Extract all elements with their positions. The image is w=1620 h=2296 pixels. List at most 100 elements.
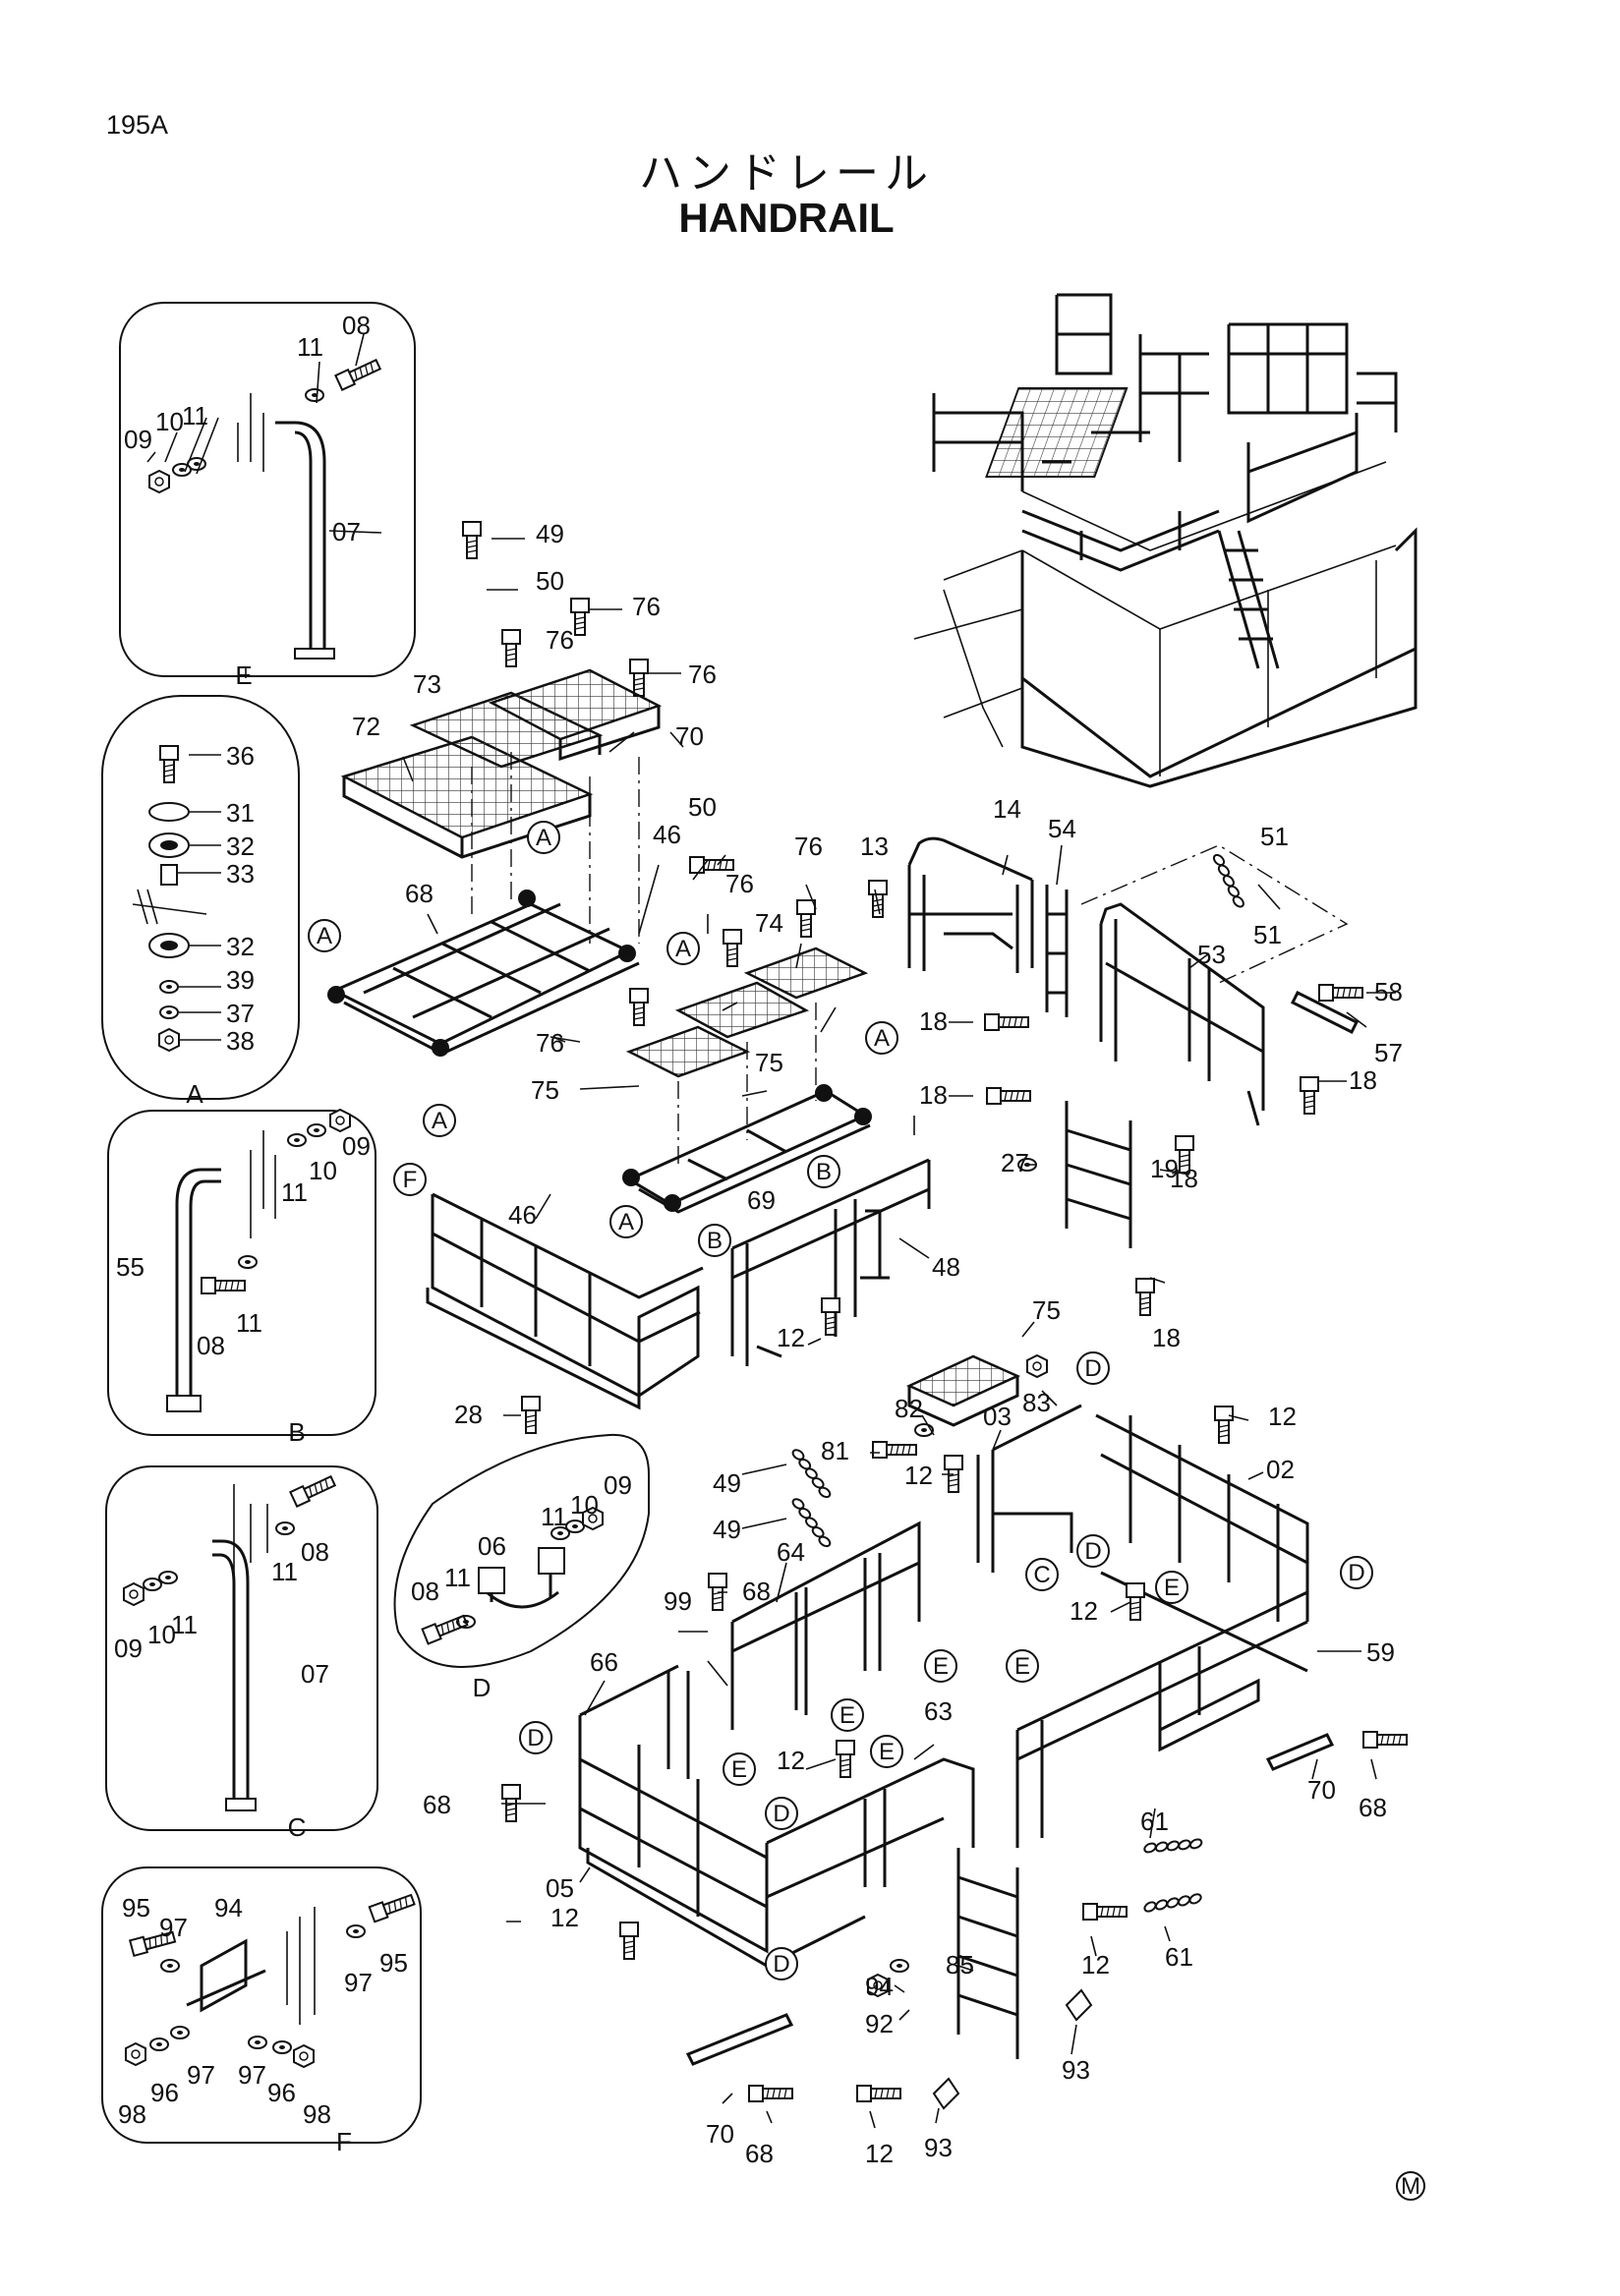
part-label: 09 [342,1131,371,1161]
part-label: 10 [155,407,184,436]
part-label: 70 [1307,1775,1336,1805]
part-label: 76 [725,869,754,898]
part-label: 12 [865,2139,894,2168]
part-label: 18 [1349,1065,1377,1095]
part-label: 55 [116,1252,145,1282]
part-label: 76 [536,1028,564,1058]
part-label: 07 [301,1659,329,1689]
part-label: 61 [1165,1942,1193,1972]
part-label: 02 [1266,1455,1295,1484]
ladder-59 [1045,885,1069,1017]
part-label: 12 [550,1903,579,1932]
platform-69-assembly [622,947,872,1214]
part-label: 11 [236,1308,262,1338]
part-label: 76 [546,625,574,655]
part-label: 66 [590,1647,618,1677]
handrail-61-05-55 [578,1664,975,1968]
callout-d: D [527,1725,544,1751]
part-label: 51 [1253,920,1282,949]
part-label: 18 [919,1080,948,1110]
part-label: 61 [1140,1807,1169,1836]
part-label: 11 [541,1502,567,1531]
part-label: 94 [865,1972,894,2001]
part-label: 70 [675,721,704,751]
detail-panel-e [119,302,416,677]
part-label: 49 [536,519,564,548]
callout-d: D [1084,1355,1101,1382]
part-label: 11 [444,1563,471,1592]
part-label: 08 [301,1537,329,1567]
part-label: 63 [924,1696,953,1726]
plates-63-64 [685,990,1360,2066]
part-label: 32 [226,832,255,861]
callout-a: A [874,1025,890,1052]
callout-d: D [773,1801,789,1827]
part-label: 18 [1152,1323,1181,1352]
panel-letter-d: D [473,1673,492,1702]
part-label: 09 [604,1470,632,1500]
part-label: 94 [214,1893,243,1923]
part-label: 57 [1374,1038,1403,1067]
part-label: 75 [1032,1295,1061,1325]
corner-mark-text: M [1401,2173,1420,2200]
part-label: 98 [118,2099,146,2129]
part-label: 13 [860,832,889,861]
callout-c: C [1033,1562,1050,1588]
part-label: 09 [114,1634,143,1663]
part-label: 64 [777,1537,805,1567]
callout-d: D [1348,1560,1364,1586]
part-label: 11 [171,1610,198,1639]
callout-e: E [839,1702,855,1729]
callout-b: B [816,1159,832,1185]
part-label: 75 [755,1048,783,1077]
part-label: 85 [946,1950,974,1980]
part-label: 10 [147,1620,176,1649]
part-label: 49 [713,1515,741,1544]
part-label: 93 [924,2133,953,2162]
part-label: 27 [1001,1148,1029,1177]
part-label: 81 [821,1436,849,1465]
handrail-56 [1015,1590,1308,1848]
part-label: 46 [653,820,681,849]
part-label: 50 [536,566,564,596]
part-label: 10 [570,1490,599,1520]
part-label: 97 [344,1968,373,1997]
part-label: 99 [664,1586,692,1616]
part-label: 76 [632,592,661,621]
callout-e: E [879,1739,895,1765]
part-label: 33 [226,859,255,889]
callout-f: F [403,1167,418,1193]
callout-e: E [1014,1653,1030,1680]
part-label: 95 [379,1948,408,1978]
handrail-46 [426,1192,704,1410]
part-label: 68 [423,1790,451,1819]
part-label: 11 [297,332,323,362]
part-label: 07 [332,517,361,546]
part-label: 08 [197,1331,225,1360]
part-label: 48 [932,1252,960,1282]
leader-lines [146,333,1396,2129]
part-label: 97 [187,2060,215,2090]
handrail-58 [1080,844,1349,1126]
step-80 [905,1354,1021,1427]
part-label: 68 [745,2139,774,2168]
detail-panel-a [101,695,300,1100]
callout-a: A [432,1108,447,1134]
panel-letter-c: C [288,1812,307,1842]
handrail-02-03 [976,1404,1309,1673]
page-code: 195A [106,110,169,140]
part-label: 68 [742,1577,771,1606]
ladder-19 [1065,1101,1132,1248]
panel-letter-e: E [235,660,252,690]
callout-e: E [731,1756,747,1783]
part-label: 03 [983,1402,1012,1431]
part-label: 46 [508,1200,537,1230]
part-label: 18 [919,1006,948,1036]
part-number-labels: 08 11 11 10 09 07 36 31 32 33 32 39 37 3… [114,311,1403,2168]
part-label: 28 [454,1400,483,1429]
part-label: 72 [352,712,380,741]
part-label: 08 [342,311,371,340]
part-label: 73 [413,669,441,699]
part-label: 36 [226,741,255,771]
part-label: 97 [238,2060,266,2090]
